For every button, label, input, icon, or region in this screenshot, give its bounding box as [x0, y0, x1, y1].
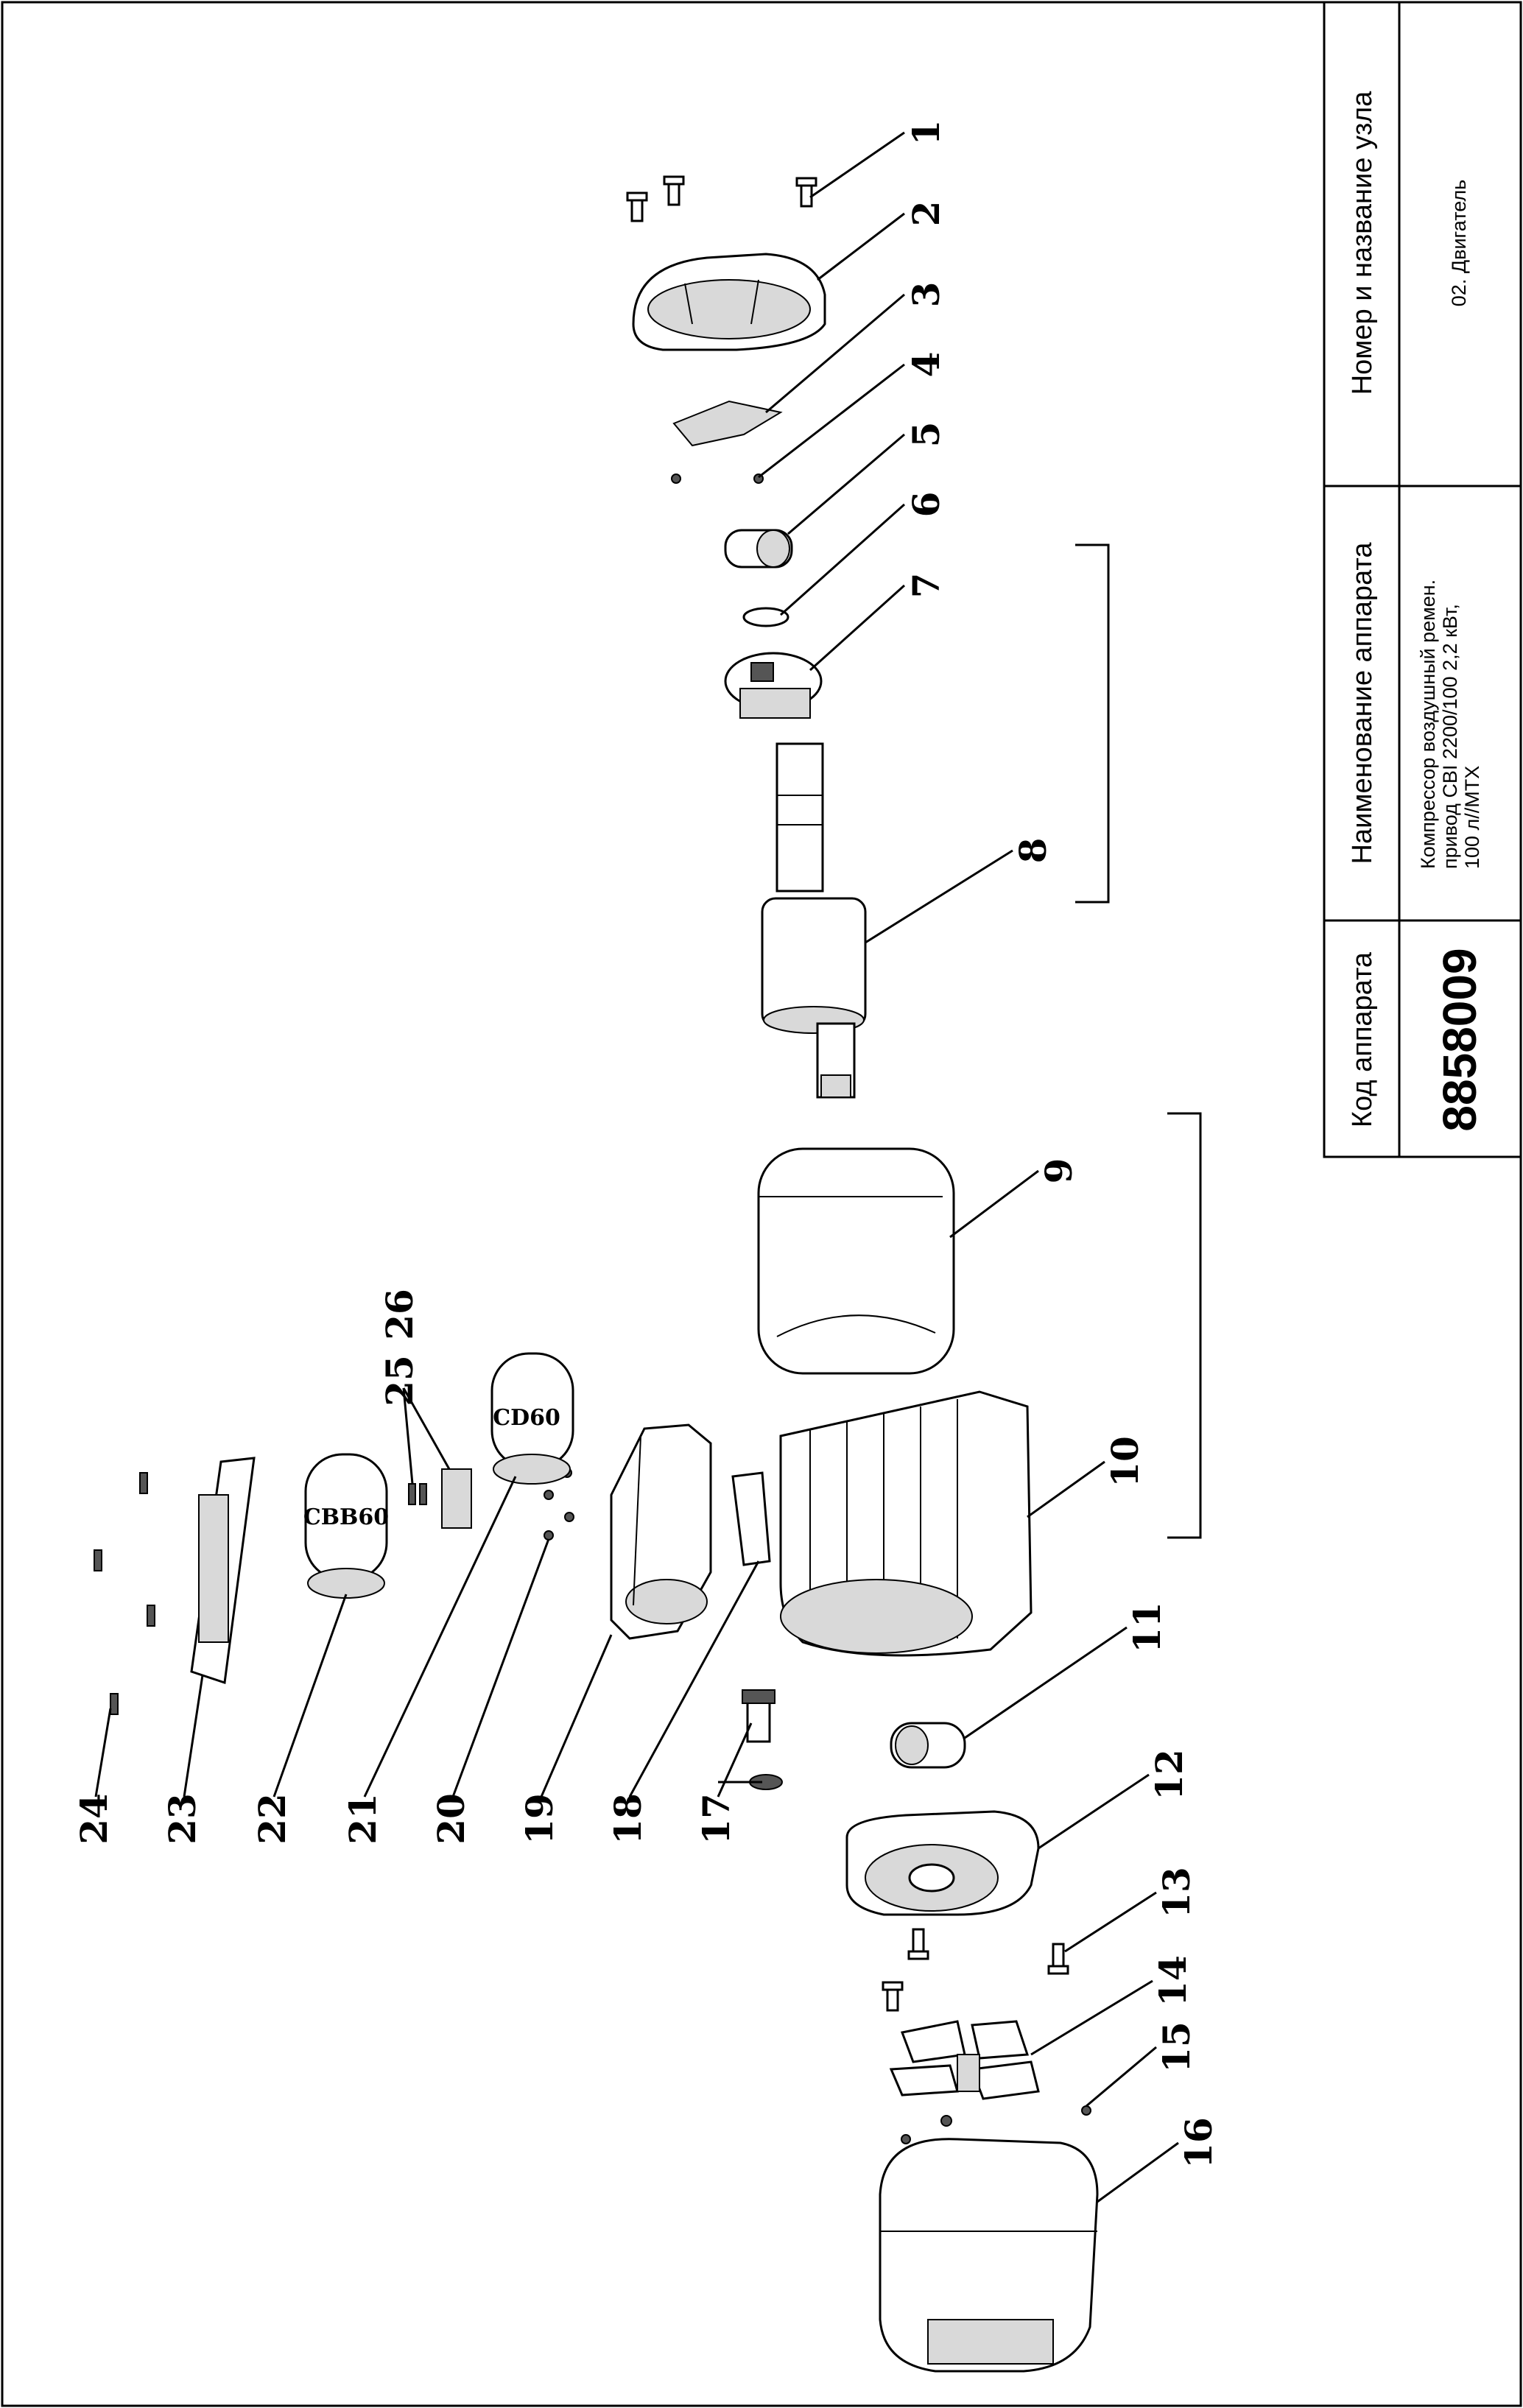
- part-17-terminal: [742, 1689, 783, 1790]
- part-5-bearing: [724, 529, 793, 568]
- name-header: Наименование аппарата: [1347, 542, 1378, 865]
- label-1: 1: [904, 120, 948, 146]
- label-19: 19: [518, 1793, 561, 1845]
- label-8: 8: [1011, 838, 1055, 864]
- part-11-front-bearing: [890, 1722, 966, 1769]
- label-12: 12: [1147, 1749, 1191, 1800]
- name-value-line-3: 100 л//MTX: [1461, 766, 1483, 869]
- bracket-stator-group: [1167, 1112, 1202, 1539]
- part-10-motor-housing: [779, 1390, 1033, 1657]
- label-13: 13: [1155, 1867, 1198, 1918]
- label-14: 14: [1151, 1955, 1195, 2007]
- label-20: 20: [429, 1793, 473, 1845]
- part-26-connector: [441, 1468, 472, 1529]
- part-22-run-capacitor: CBB60: [303, 1453, 389, 1599]
- label-22: 22: [250, 1793, 294, 1845]
- label-5: 5: [904, 422, 948, 448]
- part-1-screws: [626, 175, 817, 222]
- part-4-small-screws: [671, 473, 764, 484]
- label-9: 9: [1037, 1158, 1080, 1184]
- code-header: Код аппарата: [1347, 951, 1378, 1127]
- label-15: 15: [1155, 2021, 1198, 2073]
- part-15-small-pin: [1081, 2105, 1091, 2116]
- leader-lines: [94, 131, 1179, 2203]
- part-7-centrifugal-switch: [724, 652, 823, 719]
- part-labels: 1 2 3 4 5 6 7 8 9 10 11 12 13 14 15 16 1…: [72, 120, 1220, 2169]
- part-13-screws: [882, 1928, 1069, 2012]
- part-2-rear-endshield: [632, 253, 826, 351]
- capacitor-start-label: CD60: [493, 1405, 560, 1431]
- part-8-rotor: [761, 742, 867, 1099]
- label-11: 11: [1125, 1602, 1169, 1653]
- part-25-screws: [408, 1483, 427, 1505]
- part-3-plate: [672, 400, 783, 447]
- label-7: 7: [904, 573, 948, 599]
- label-18: 18: [606, 1793, 650, 1845]
- unit-value: 02. Двигатель: [1448, 180, 1470, 306]
- name-value-line-1: Компрессор воздушный ремен.: [1417, 580, 1439, 869]
- unit-header: Номер и название узла: [1347, 91, 1378, 395]
- part-12-front-endshield: [845, 1810, 1040, 1916]
- label-17: 17: [694, 1793, 738, 1845]
- bracket-rotor-group: [1075, 543, 1110, 904]
- code-value: 8858009: [1433, 948, 1486, 1131]
- part-21-start-capacitor: CD60: [490, 1352, 574, 1485]
- capacitor-run-label: CBB60: [303, 1504, 389, 1530]
- label-24: 24: [72, 1793, 116, 1845]
- label-21: 21: [341, 1793, 384, 1845]
- label-23: 23: [161, 1793, 204, 1845]
- part-23-terminal-cover: [190, 1457, 256, 1684]
- label-26: 26: [378, 1289, 421, 1340]
- part-24-screws: [94, 1472, 155, 1715]
- part-6-spring-washer: [742, 607, 789, 627]
- label-6: 6: [904, 492, 948, 518]
- label-10: 10: [1103, 1436, 1147, 1488]
- part-16-fan-cover: [879, 2115, 1099, 2373]
- label-4: 4: [904, 352, 948, 378]
- label-25: 25: [378, 1355, 421, 1407]
- label-2: 2: [904, 201, 948, 227]
- part-14-fan: [889, 2020, 1040, 2100]
- label-3: 3: [904, 282, 948, 308]
- part-18-terminal-plate: [731, 1471, 771, 1566]
- label-16: 16: [1177, 2117, 1220, 2169]
- name-value-line-2: привод CBI 2200/100 2,2 кВт,: [1439, 604, 1461, 869]
- title-block: Номер и название узла 02. Двигатель Наим…: [1323, 1, 1522, 1158]
- part-9-stator-winding: [757, 1147, 955, 1375]
- part-19-terminal-box: [610, 1423, 712, 1640]
